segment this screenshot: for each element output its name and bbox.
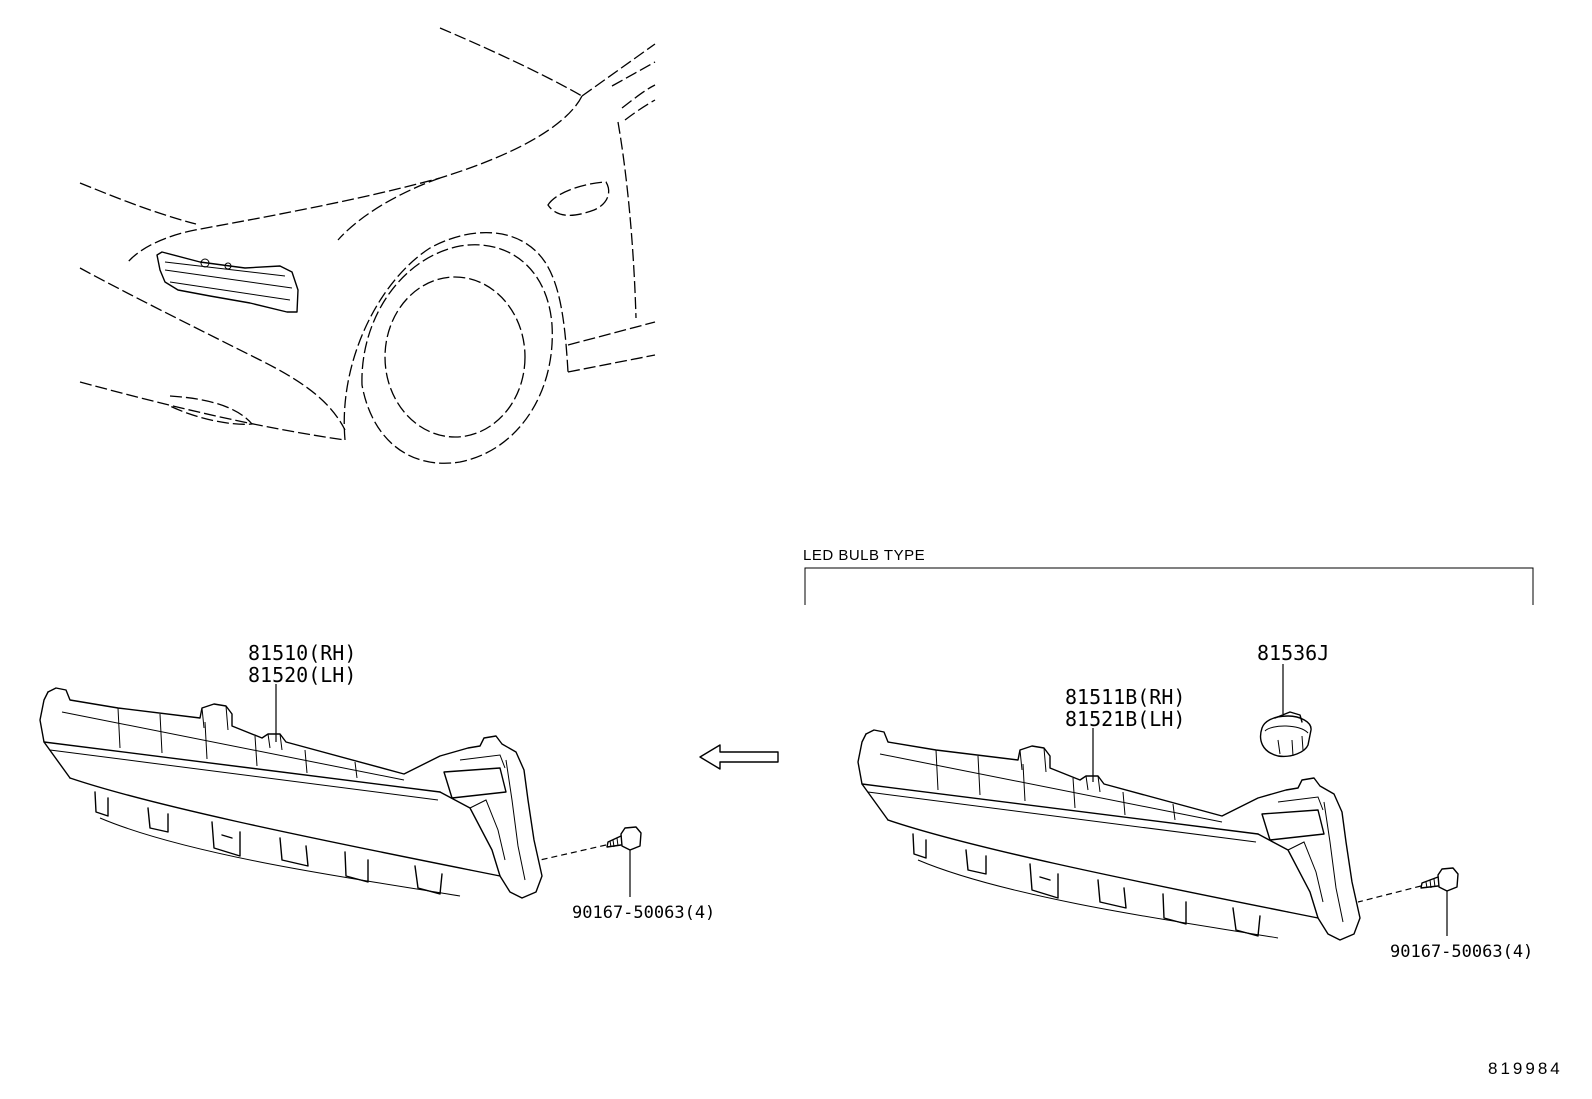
part-number-screw-led: 90167-50063(4) — [1390, 942, 1533, 962]
illustration-id: 819984 — [1488, 1059, 1563, 1078]
screw-standard-alignment — [539, 844, 607, 861]
screw-led — [1420, 867, 1459, 892]
variant-label: LED BULB TYPE — [803, 547, 925, 564]
screw-led-alignment — [1357, 885, 1422, 903]
part-number-led-bulb: 81536J — [1257, 641, 1329, 665]
screw-standard — [606, 826, 642, 851]
headlamp-location — [156, 251, 299, 313]
fog-lamp-assembly-led — [857, 729, 1361, 941]
left-arrow-icon — [699, 744, 779, 770]
vehicle-front-sketch — [79, 27, 656, 464]
part-number-lamp-standard-lh: 81520(LH) — [248, 663, 356, 687]
part-number-screw-standard: 90167-50063(4) — [572, 903, 715, 923]
led-bulb — [1259, 711, 1312, 758]
fog-lamp-assembly-standard — [39, 687, 543, 899]
part-number-lamp-led-rh: 81511B(RH) — [1065, 685, 1185, 709]
part-number-lamp-led-lh: 81521B(LH) — [1065, 707, 1185, 731]
part-number-lamp-standard-rh: 81510(RH) — [248, 641, 356, 665]
variant-bracket — [804, 567, 1534, 605]
